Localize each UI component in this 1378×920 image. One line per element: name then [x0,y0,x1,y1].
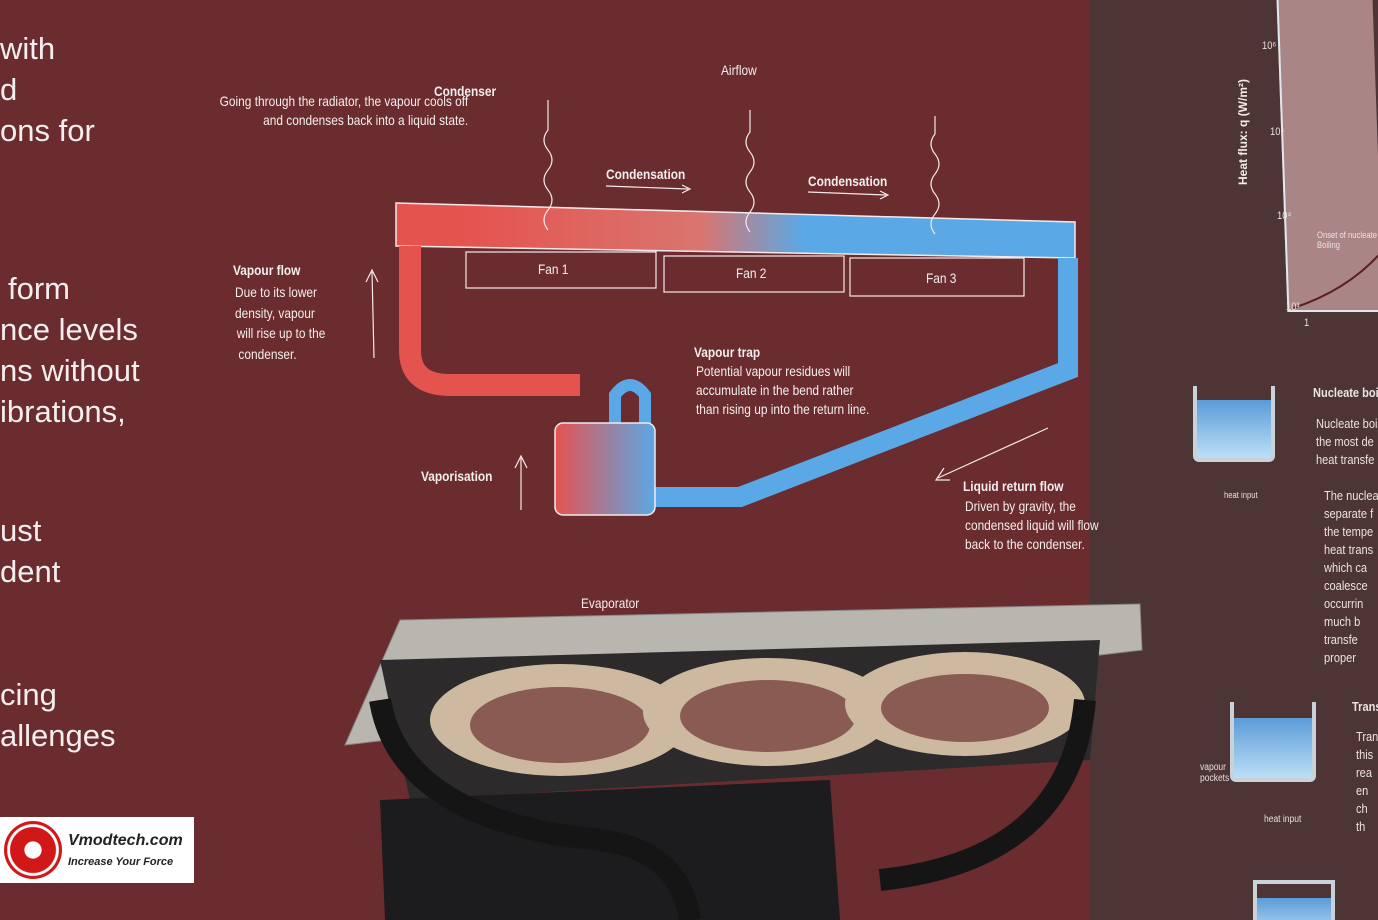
fan-3-label: Fan 3 [926,270,957,286]
y-tick: 10⁴ [1277,210,1292,222]
tube [369,697,701,920]
condenser-title: Condenser [434,83,497,99]
watermark-brand: Vmodtech.com [68,832,183,849]
tube [878,698,1096,891]
fan-3-outline [849,257,1025,297]
fan-2-outline [663,255,845,293]
y-tick: 10⁵ [1270,126,1285,138]
airflow-arrow [930,116,940,235]
heat-input-label: heat input [1224,490,1258,500]
liquid-return-title: Liquid return flow [963,478,1064,494]
watermark-tagline: Increase Your Force [68,856,174,868]
nucleate-title: Nucleate boi [1313,385,1378,400]
airflow-label: Airflow [721,62,757,78]
beaker-icon [1253,880,1335,920]
heat-flux-chart [1276,0,1378,312]
vapour-flow-arrow [365,268,379,359]
return-pipe [650,258,1078,507]
evaporator-label: Evaporator [581,595,640,611]
vapour-trap-bend [609,379,651,470]
condensation-arrow [807,190,890,200]
watermark: Vmodtech.com Increase Your Force [0,817,194,883]
condenser-radiator [395,202,1076,259]
vaporisation-label: Vaporisation [421,468,493,484]
condensation-label-2: Condensation [808,173,888,189]
watermark-logo-icon [4,821,62,879]
evaporator-block [554,422,656,516]
vapour-trap-title: Vapour trap [694,344,761,360]
heat-input-label: heat input [1264,814,1302,825]
x-tick: 1 [1304,317,1310,329]
vaporisation-arrow [514,454,528,510]
nucleate-beaker-icon [1193,386,1275,462]
boiling-curve [1292,249,1378,309]
condenser-body: Going through the radiator, the vapour c… [219,93,469,128]
fan-1-label: Fan 1 [538,261,569,277]
liquid-return-arrow [934,427,1049,481]
fan-2-label: Fan 2 [736,265,767,281]
transition-title: Trans [1352,699,1378,714]
airflow-arrow [745,110,755,233]
transition-beaker-icon [1230,702,1316,782]
fan-1-outline [465,251,657,289]
vapour-pipe [399,246,580,396]
airflow-arrow [543,100,553,231]
vapour-flow-title: Vapour flow [233,262,301,278]
y-tick: 10⁶ [1262,40,1277,52]
condensation-label-1: Condensation [606,166,686,182]
y-tick: 10³ [1286,301,1300,313]
condensation-arrow [605,184,692,194]
